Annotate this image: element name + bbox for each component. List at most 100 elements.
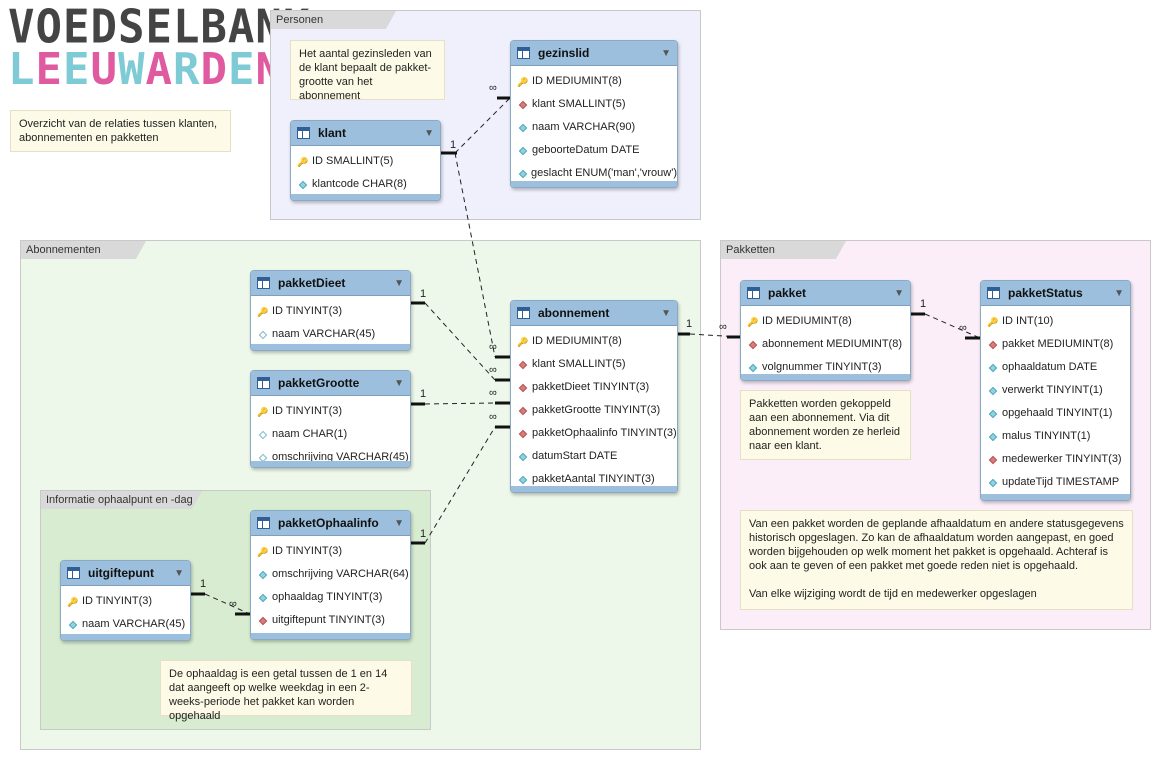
table-column-row[interactable]: klant SMALLINT(5): [511, 353, 677, 376]
table-column-row[interactable]: geboorteDatum DATE: [511, 139, 677, 162]
table-column-row[interactable]: naam VARCHAR(90): [511, 116, 677, 139]
table-column-row[interactable]: pakketGrootte TINYINT(3): [511, 399, 677, 422]
foreign-key-icon: [988, 340, 998, 350]
table-column-row[interactable]: ophaaldatum DATE: [981, 356, 1130, 379]
table-column-row[interactable]: 🔑ID TINYINT(3): [251, 400, 410, 423]
table-pakket[interactable]: pakket▼ 🔑ID MEDIUMINT(8) abonnement MEDIUM…: [740, 280, 911, 381]
table-column-row[interactable]: klantcode CHAR(8): [291, 173, 440, 196]
foreign-key-icon: [988, 455, 998, 465]
table-pakketGrootte[interactable]: pakketGrootte▼ 🔑ID TINYINT(3)naam CHAR(1)…: [250, 370, 411, 468]
column-label: ID TINYINT(3): [272, 305, 343, 317]
note-overview: Overzicht van de relaties tussen klanten…: [10, 110, 231, 152]
table-header[interactable]: pakket▼: [741, 281, 910, 306]
table-column-row[interactable]: 🔑ID MEDIUMINT(8): [511, 330, 677, 353]
note-ophaaldag-text: De ophaaldag is een getal tussen de 1 en…: [169, 668, 388, 722]
note-pakketstatus-text-1: Van een pakket worden de geplande afhaal…: [749, 518, 1124, 572]
table-name: pakketStatus: [1008, 286, 1083, 300]
column-icon: [988, 363, 998, 373]
table-column-row[interactable]: 🔑ID SMALLINT(5): [291, 150, 440, 173]
logo-letter: U: [90, 44, 118, 95]
table-header[interactable]: klant▼: [291, 121, 440, 146]
table-column-row[interactable]: 🔑ID TINYINT(3): [61, 590, 190, 613]
collapse-arrow-icon[interactable]: ▼: [424, 127, 434, 139]
table-column-row[interactable]: 🔑ID INT(10): [981, 310, 1130, 333]
table-column-row[interactable]: medewerker TINYINT(3): [981, 448, 1130, 471]
collapse-arrow-icon[interactable]: ▼: [394, 277, 404, 289]
collapse-arrow-icon[interactable]: ▼: [661, 307, 671, 319]
table-column-row[interactable]: naam CHAR(1): [251, 423, 410, 446]
foreign-key-icon: [518, 360, 528, 370]
table-header[interactable]: pakketGrootte▼: [251, 371, 410, 396]
table-pakketStatus[interactable]: pakketStatus ▼ 🔑ID INT(10)pakket MEDIUMINT…: [980, 280, 1131, 501]
table-columns: 🔑ID TINYINT(3)omschrijving VARCHAR(64)op…: [251, 536, 410, 632]
table-column-row[interactable]: verwerkt TINYINT(1): [981, 379, 1130, 402]
card-status-many: ∞: [959, 322, 967, 334]
collapse-arrow-icon[interactable]: ▼: [394, 377, 404, 389]
table-pakketDieet[interactable]: pakketDieet ▼ 🔑ID TINYINT(3)naam VARCHAR(4…: [250, 270, 411, 351]
column-label: pakketAantal TINYINT(3): [532, 473, 655, 485]
foreign-key-icon: [518, 383, 528, 393]
table-icon: [257, 277, 270, 289]
table-abonnement[interactable]: abonnement▼ 🔑ID MEDIUMINT(8)klant SMALLIN…: [510, 300, 678, 493]
table-column-row[interactable]: pakketDieet TINYINT(3): [511, 376, 677, 399]
table-gezinslid[interactable]: gezinslid▼ 🔑ID MEDIUMINT(8)klant SMALLINT…: [510, 40, 678, 188]
table-column-row[interactable]: omschrijving VARCHAR(45): [251, 446, 410, 467]
table-column-row[interactable]: 🔑ID MEDIUMINT(8): [511, 70, 677, 93]
table-column-row[interactable]: updateTijd TIMESTAMP: [981, 471, 1130, 494]
table-uitgiftepunt[interactable]: uitgiftepunt▼ 🔑ID TINYINT(3)naam VARCHAR(…: [60, 560, 191, 641]
table-column-row[interactable]: pakketAantal TINYINT(3): [511, 468, 677, 491]
column-label: pakketGrootte TINYINT(3): [532, 404, 661, 416]
column-icon: [68, 620, 78, 630]
table-column-row[interactable]: volgnummer TINYINT(3): [741, 356, 910, 379]
card-pakket-many: ∞: [719, 321, 727, 333]
table-column-row[interactable]: opgehaald TINYINT(1): [981, 402, 1130, 425]
collapse-arrow-icon[interactable]: ▼: [174, 567, 184, 579]
table-column-row[interactable]: uitgiftepunt TINYINT(3): [251, 609, 410, 632]
collapse-arrow-icon[interactable]: ▼: [661, 47, 671, 59]
table-column-row[interactable]: naam VARCHAR(45): [251, 323, 410, 346]
table-column-row[interactable]: naam VARCHAR(45): [61, 613, 190, 636]
table-column-row[interactable]: 🔑ID TINYINT(3): [251, 300, 410, 323]
table-header[interactable]: pakketDieet ▼: [251, 271, 410, 296]
table-header[interactable]: pakketOphaalinfo ▼: [251, 511, 410, 536]
table-column-row[interactable]: klant SMALLINT(5): [511, 93, 677, 116]
collapse-arrow-icon[interactable]: ▼: [894, 287, 904, 299]
table-column-row[interactable]: malus TINYINT(1): [981, 425, 1130, 448]
foreign-key-icon: [748, 340, 758, 350]
region-label-pakketten: Pakketten: [721, 241, 846, 259]
column-icon: [258, 593, 268, 603]
table-column-row[interactable]: ophaaldag TINYINT(3): [251, 586, 410, 609]
foreign-key-icon: [518, 406, 528, 416]
table-column-row[interactable]: omschrijving VARCHAR(64): [251, 563, 410, 586]
table-icon: [297, 127, 310, 139]
table-header[interactable]: gezinslid▼: [511, 41, 677, 66]
table-header[interactable]: uitgiftepunt▼: [61, 561, 190, 586]
table-column-row[interactable]: geslacht ENUM('man','vrouw'): [511, 162, 677, 185]
primary-key-icon: 🔑: [257, 546, 269, 557]
key-icon: 🔑: [67, 596, 79, 607]
column-label: abonnement MEDIUMINT(8): [762, 338, 902, 350]
table-column-row[interactable]: pakket MEDIUMINT(8): [981, 333, 1130, 356]
diamond-icon: [518, 100, 528, 109]
table-name: pakketOphaalinfo: [278, 516, 379, 530]
collapse-arrow-icon[interactable]: ▼: [1114, 287, 1124, 299]
collapse-arrow-icon[interactable]: ▼: [394, 517, 404, 529]
table-name: pakketDieet: [278, 276, 346, 290]
column-label: uitgiftepunt TINYINT(3): [272, 614, 385, 626]
table-column-row[interactable]: 🔑ID TINYINT(3): [251, 540, 410, 563]
diamond-icon: [988, 409, 998, 418]
key-icon: 🔑: [257, 546, 269, 557]
table-footer: [61, 634, 190, 640]
diamond-icon: [748, 363, 758, 372]
table-column-row[interactable]: 🔑ID MEDIUMINT(8): [741, 310, 910, 333]
table-header[interactable]: abonnement▼: [511, 301, 677, 326]
column-icon: [518, 169, 527, 179]
table-column-row[interactable]: pakketOphaalinfo TINYINT(3): [511, 422, 677, 445]
table-pakketOphaalinfo[interactable]: pakketOphaalinfo ▼ 🔑ID TINYINT(3)omschrijv…: [250, 510, 411, 640]
column-icon: [518, 146, 528, 156]
table-column-row[interactable]: datumStart DATE: [511, 445, 677, 468]
table-klant[interactable]: klant▼ 🔑ID SMALLINT(5)klantcode CHAR(8): [290, 120, 441, 201]
note-pakketten-text: Pakketten worden gekoppeld aan een abonn…: [749, 398, 901, 452]
table-header[interactable]: pakketStatus ▼: [981, 281, 1130, 306]
table-column-row[interactable]: abonnement MEDIUMINT(8): [741, 333, 910, 356]
